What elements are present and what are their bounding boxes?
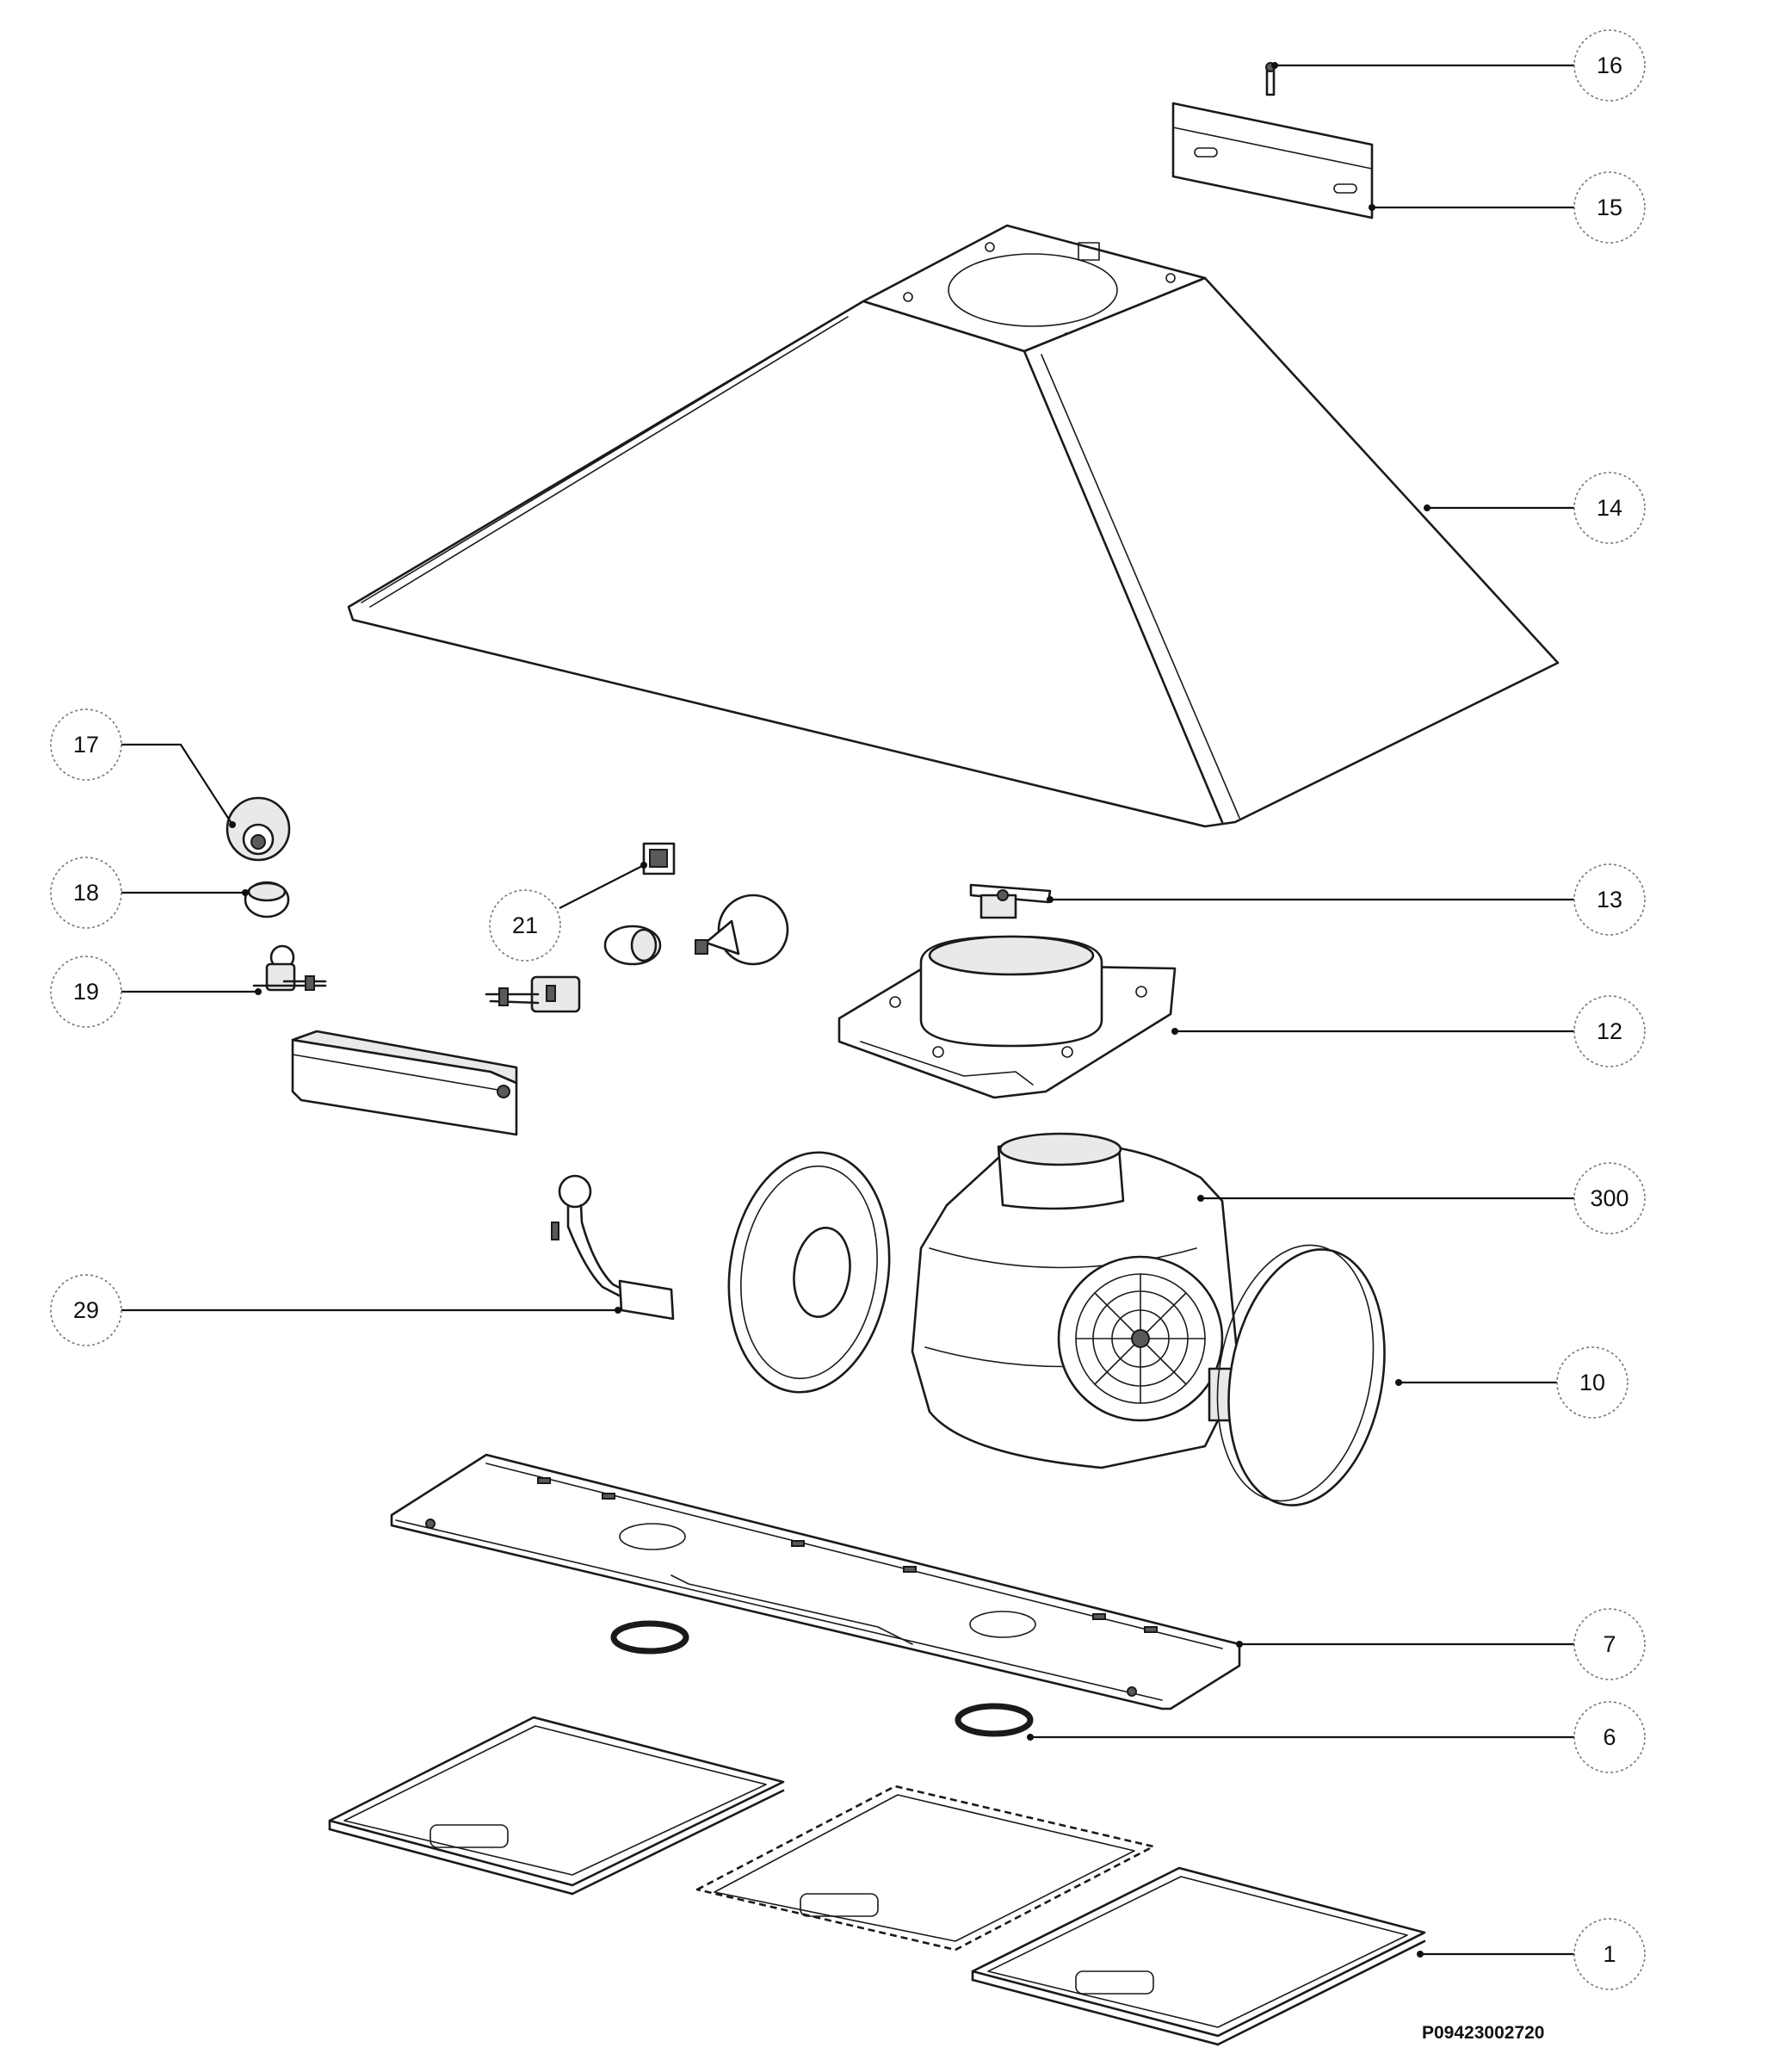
callout-7-label: 7 [1603,1631,1616,1657]
callout-10: 10 [1556,1346,1628,1419]
terminal-connector [485,975,581,1013]
part-7-frame-channel [390,1453,1241,1710]
callout-18-label: 18 [73,880,99,906]
part-300-blower-motor-housing [911,1132,1241,1469]
part-17-lamp-cover [226,796,291,862]
callout-29-label: 29 [73,1297,99,1323]
callout-13: 13 [1573,863,1646,936]
callout-18: 18 [50,857,122,929]
control-box [291,1030,518,1136]
part-21-switch [642,842,676,875]
callout-1-label: 1 [1603,1941,1616,1967]
lamp-holder-and-bulb [603,894,789,966]
part-19-lamp-socket [252,944,327,992]
callout-1: 1 [1573,1918,1646,1990]
callout-29: 29 [50,1274,122,1346]
leader-lines [120,62,1575,1958]
part-12-duct-collar [837,935,1177,1099]
callout-15-label: 15 [1597,195,1622,220]
callout-14: 14 [1573,472,1646,544]
callout-6-label: 6 [1603,1724,1616,1750]
callout-6: 6 [1573,1701,1646,1773]
callout-19-label: 19 [73,979,99,1005]
callout-13-label: 13 [1597,887,1622,912]
blower-side-disk-left [727,1151,891,1394]
part-15-wall-bracket [1171,102,1374,220]
callout-7: 7 [1573,1608,1646,1680]
callout-10-label: 10 [1579,1370,1605,1395]
carbon-filter-panel [695,1785,1155,1952]
callout-12-label: 12 [1597,1018,1622,1044]
callout-14-label: 14 [1597,495,1622,521]
part-29-capacitor [551,1174,675,1321]
callout-17: 17 [50,708,122,781]
callout-16-label: 16 [1597,53,1622,78]
part-14-hood-canopy [347,224,1560,828]
part-18-lamp-holder [244,881,290,919]
callout-16: 16 [1573,29,1646,102]
callout-300-label: 300 [1590,1185,1628,1211]
callout-21-label: 21 [512,912,538,938]
part-13-clip [969,883,1052,919]
callout-300: 300 [1573,1162,1646,1234]
drawing-code: P09423002720 [1422,2023,1544,2043]
callout-15: 15 [1573,171,1646,244]
part-6-rings [610,1620,1034,1737]
callout-12: 12 [1573,995,1646,1067]
grease-filter-left [328,1716,785,1896]
part-1-grease-filter [971,1866,1426,2046]
callout-19: 19 [50,956,122,1028]
callout-21: 21 [489,889,561,962]
part-10-side-cover [1216,1244,1386,1506]
callout-17-label: 17 [73,732,99,758]
